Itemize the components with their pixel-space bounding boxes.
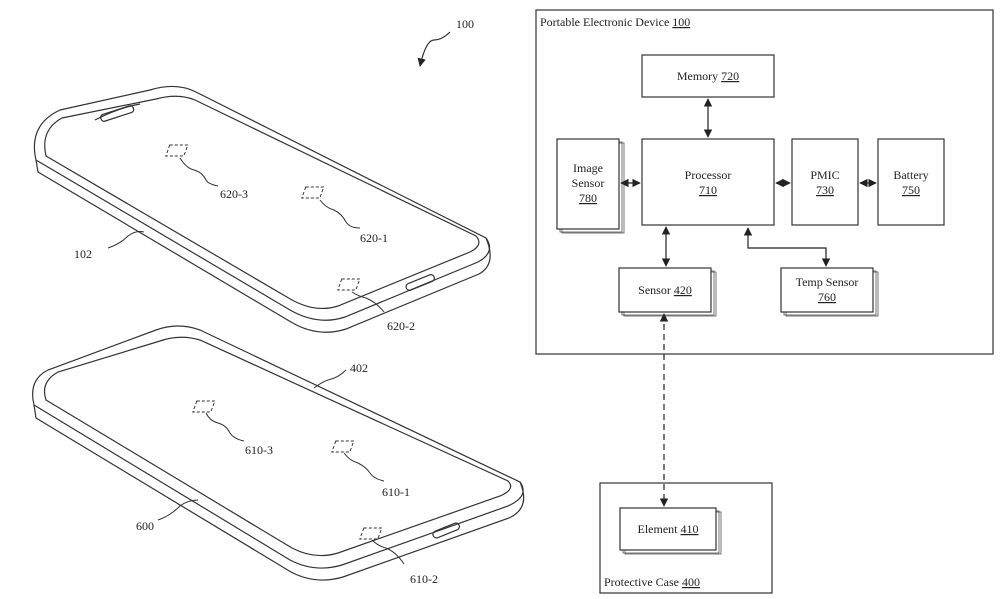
- battery-num: 750: [902, 183, 920, 197]
- case-frame: [599, 482, 773, 594]
- pmic-block: [791, 138, 859, 226]
- case-frame-title: Protective Case 400: [604, 575, 700, 589]
- processor-label: Processor: [685, 168, 732, 182]
- image-sensor-num: 780: [579, 191, 597, 205]
- memory-block: [641, 54, 775, 98]
- label-600: 600: [136, 519, 154, 533]
- processor-block: [641, 138, 775, 226]
- image-sensor-block: [556, 138, 620, 230]
- battery-label: Battery: [893, 168, 928, 182]
- case-illustration: [32, 325, 525, 581]
- temp-sensor-label: Temp Sensor: [796, 275, 859, 289]
- sensor-block: [618, 267, 712, 313]
- element-block: [619, 507, 717, 551]
- pmic-num: 730: [816, 183, 834, 197]
- image-sensor-label: Image: [573, 161, 603, 175]
- label-620-2: 620-2: [387, 319, 415, 333]
- element-label: Element 410: [638, 522, 699, 536]
- battery-block: [877, 138, 945, 226]
- phone-illustration: [33, 85, 491, 333]
- device-frame-title: Portable Electronic Device 100: [540, 15, 690, 29]
- case-element-markers: [192, 400, 383, 540]
- temp-sensor-block: [780, 267, 874, 313]
- label-402: 402: [350, 361, 368, 375]
- label-610-2: 610-2: [410, 572, 438, 586]
- label-620-1: 620-1: [360, 231, 388, 245]
- device-frame: [535, 9, 994, 355]
- label-102: 102: [74, 247, 92, 261]
- ref-arrow-100: [417, 31, 451, 67]
- connectors: [620, 98, 877, 507]
- phone-sensor-markers: [165, 144, 361, 291]
- case-leaders: [157, 369, 405, 565]
- image-sensor-label-2: Sensor: [572, 176, 605, 190]
- sensor-label: Sensor 420: [638, 283, 692, 297]
- phone-leaders: [107, 157, 385, 313]
- processor-num: 710: [699, 183, 717, 197]
- ref-label-100: 100: [456, 17, 474, 31]
- label-620-3: 620-3: [220, 187, 248, 201]
- label-610-3: 610-3: [245, 443, 273, 457]
- label-610-1: 610-1: [382, 485, 410, 499]
- temp-sensor-num: 760: [818, 290, 836, 304]
- memory-label: Memory 720: [677, 69, 739, 83]
- pmic-label: PMIC: [810, 168, 839, 182]
